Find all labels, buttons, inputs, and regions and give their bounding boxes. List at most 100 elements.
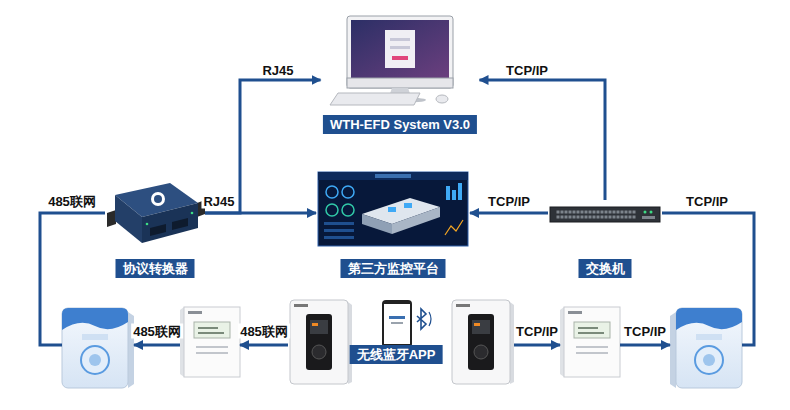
platform-screenshot [452,190,456,200]
detector-illustration [312,323,318,326]
gas-panel-illustration [62,308,128,330]
monitoring-platform: 第三方监控平台 [316,170,470,278]
network-switch: 交换机 [548,200,662,278]
converter-illustration [115,195,142,243]
detector-illustration [510,302,514,384]
monitor-illustration [392,56,408,60]
phone-illustration [389,316,405,319]
node-label: 无线蓝牙APP [350,345,443,364]
network-connection [480,80,606,200]
control-box-illustration [568,311,582,314]
converter-illustration [154,195,162,203]
gas-panel-illustration [81,346,109,374]
converter-illustration [107,183,205,243]
switch-illustration [644,211,647,214]
platform-screenshot [326,204,338,216]
gas-detector [288,300,352,385]
connection-label: TCP/IP [684,194,730,209]
detector-illustration [472,320,490,334]
switch-illustration [642,216,655,219]
converter-illustration [151,192,165,206]
detector-illustration [290,300,352,384]
switch-illustration [550,207,660,222]
converter-illustration [107,210,116,227]
platform-screenshot [324,229,354,232]
switch-illustration [550,207,660,222]
monitor-illustration [330,93,420,105]
monitor-illustration [347,78,453,88]
connection-label: TCP/IP [486,194,532,209]
platform-screenshot [392,207,440,234]
detector-illustration [290,300,348,384]
connection-label: 485联网 [131,324,183,339]
gas-panel-illustration [695,346,723,374]
network-connection [662,213,754,345]
control-box-illustration [198,327,218,329]
gas-detector [450,300,514,385]
gas-panel-illustration [62,308,134,388]
control-box-illustration [576,346,608,348]
platform-screenshot [362,214,392,234]
gas-panel-illustration [89,354,101,366]
phone-app: 无线蓝牙APP [348,300,445,364]
detector-illustration [468,314,494,370]
detector-illustration [474,345,488,359]
connection-label: 485联网 [46,194,98,209]
platform-screenshot [404,203,412,208]
control-box-illustration [196,352,228,354]
monitor-illustration [436,95,448,103]
control-box [180,305,240,378]
converter-illustration [150,224,166,236]
platform-screenshot [458,183,462,200]
platform-screenshot [318,172,468,246]
gas-panel [670,308,742,388]
monitor-illustration [351,20,449,78]
monitor-illustration [390,46,410,49]
connection-label: RJ45 [260,63,295,78]
gas-panel-illustration [670,308,742,388]
converter-illustration [172,218,188,230]
control-box-illustration [578,332,604,334]
control-box [560,305,620,378]
detector-illustration [456,304,470,307]
control-box-illustration [198,332,224,334]
gas-panel-illustration [82,334,108,340]
gas-panel [62,308,134,388]
node-label: 第三方监控平台 [341,259,446,278]
network-connection [205,212,316,215]
control-box-illustration [564,307,620,377]
detector-illustration [312,345,326,359]
control-box-illustration [188,311,202,314]
converter-illustration [146,223,149,226]
detector-illustration [452,300,510,384]
monitor-illustration [390,38,410,41]
detector-illustration [474,323,480,326]
platform-screenshot [342,204,354,216]
node-label: 交换机 [579,259,632,278]
control-box-illustration [576,352,608,354]
control-box-illustration [560,307,620,377]
gas-panel-illustration [676,308,742,330]
network-connection [514,344,560,347]
network-connection [134,344,180,347]
detector-illustration [310,320,328,334]
network-connection [240,344,288,347]
gas-panel-illustration [676,308,742,388]
control-box-illustration [180,307,240,377]
platform-screenshot [324,236,354,239]
connection-label: TCP/IP [514,324,560,339]
connection-label: TCP/IP [504,63,550,78]
platform-screenshot [445,220,463,235]
platform-screenshot [388,207,396,212]
platform-screenshot [375,174,411,178]
network-connection [620,344,670,347]
detector-illustration [294,304,308,307]
platform-screenshot [318,172,468,180]
converter-illustration [191,212,194,215]
detector-illustration [306,314,332,370]
control-box-illustration [184,307,240,377]
phone-illustration [384,304,410,344]
detector-illustration [452,300,514,384]
